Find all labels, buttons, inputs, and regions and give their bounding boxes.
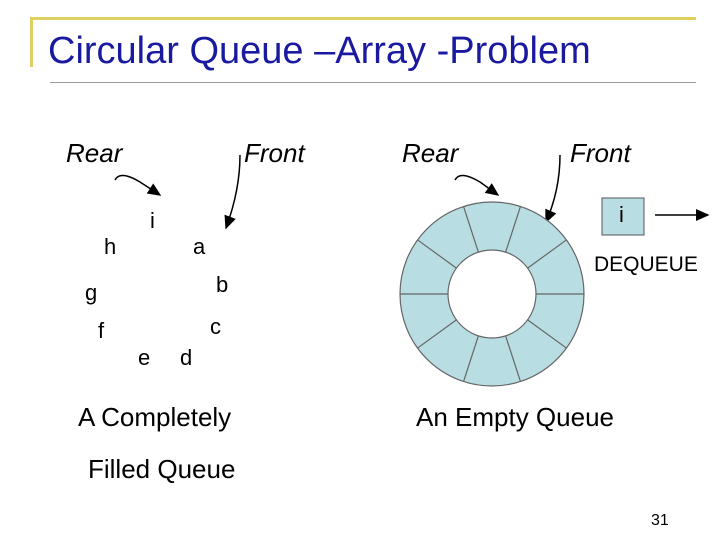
ring-slot-divider — [505, 335, 522, 382]
left-rear-arrow — [114, 174, 162, 196]
ring-slot-divider — [527, 319, 567, 349]
left-accent-bar — [30, 17, 33, 67]
element-f: f — [98, 318, 105, 343]
page-number: 31 — [651, 512, 669, 529]
left-caption-line2: Filled Queue — [88, 454, 236, 484]
slide-title: Circular Queue –Array -Problem — [48, 30, 591, 72]
element-c: c — [210, 314, 221, 339]
right-caption: An Empty Queue — [416, 402, 614, 432]
element-d: d — [180, 345, 193, 370]
ring-slot-divider — [417, 319, 457, 349]
right-rear-label: Rear — [402, 138, 459, 168]
element-i: i — [150, 208, 155, 233]
element-e: e — [138, 345, 151, 370]
right-front-arrow — [545, 154, 561, 224]
left-front-label: Front — [244, 138, 305, 168]
ring-slot-divider — [527, 239, 567, 269]
left-front-arrow — [224, 154, 241, 230]
ring-slot-divider — [462, 206, 479, 253]
title-divider — [50, 82, 696, 83]
ring-slot-divider — [505, 206, 522, 253]
empty-queue-ring — [399, 201, 585, 387]
dequeue-label: DEQUEUE — [594, 253, 698, 276]
element-h: h — [104, 234, 117, 259]
top-accent-bar — [30, 17, 696, 20]
left-caption-line1: A Completely — [78, 402, 232, 432]
ring-slot-divider — [462, 335, 479, 382]
left-rear-label: Rear — [66, 138, 123, 168]
right-front-label: Front — [570, 138, 631, 168]
dequeued-element-label: i — [619, 202, 624, 227]
ring-slot-divider — [417, 239, 457, 269]
right-rear-arrow — [454, 174, 500, 196]
element-b: b — [216, 272, 229, 297]
element-a: a — [193, 234, 206, 259]
ring-inner — [447, 249, 537, 339]
dequeued-element-box — [601, 197, 645, 236]
element-g: g — [85, 280, 98, 305]
